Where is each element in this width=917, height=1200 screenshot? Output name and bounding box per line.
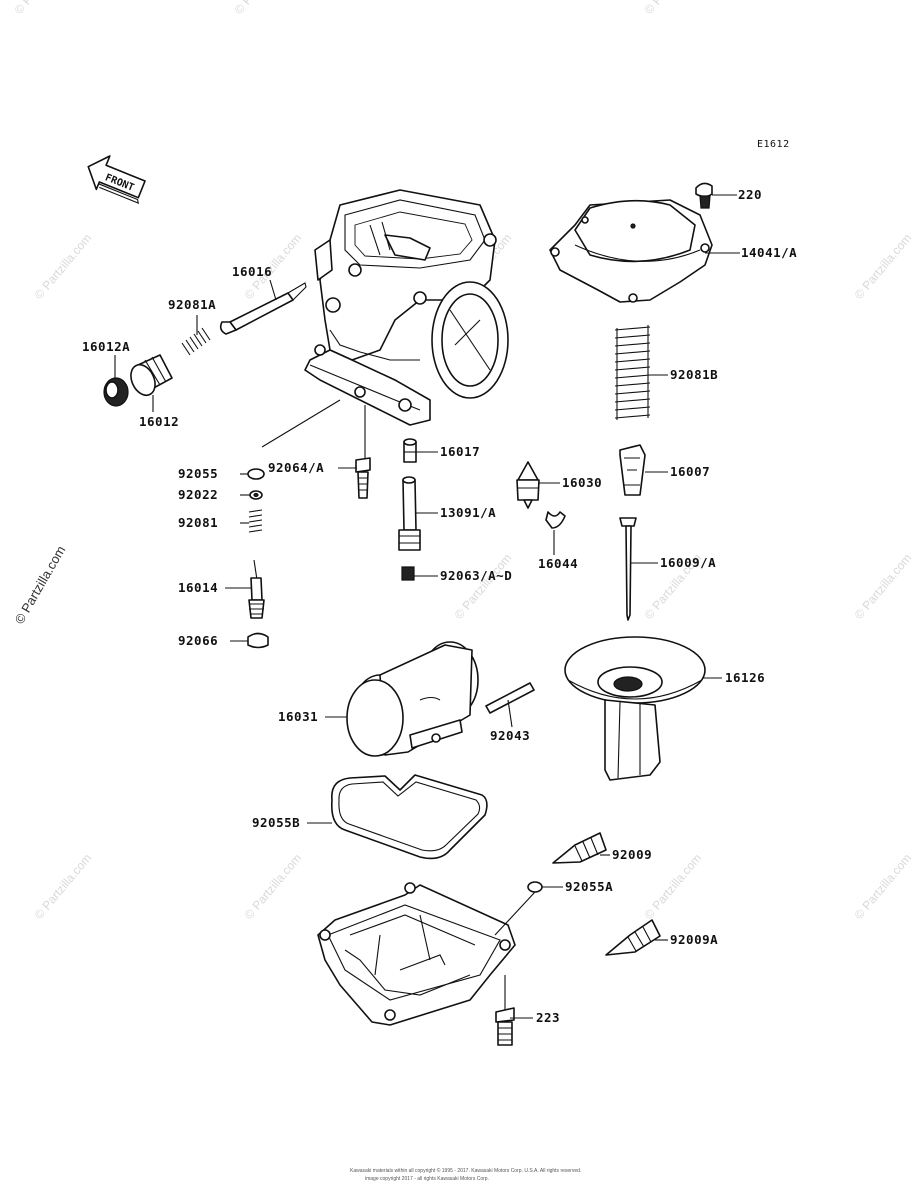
part-spring-92081a (181, 327, 211, 356)
part-needle-jet-13091 (398, 476, 421, 551)
label-92022: 92022 (178, 487, 218, 502)
label-92055: 92055 (178, 466, 218, 481)
part-oring-92055a (527, 881, 543, 893)
part-spring-92081 (248, 509, 263, 533)
part-jet-16017 (403, 438, 417, 463)
watermark: © Partzilla.com (452, 551, 515, 622)
part-washer-92022 (249, 490, 263, 500)
part-screw-16016 (219, 282, 307, 335)
label-16031: 16031 (278, 709, 318, 724)
label-13091a: 13091/A (440, 505, 496, 520)
label-16044: 16044 (538, 556, 578, 571)
part-labels: 220 14041/A 16016 92081A 16012A 16012 92… (82, 187, 797, 1025)
label-16017: 16017 (440, 444, 480, 459)
watermark: © Partzilla.com (32, 231, 95, 302)
part-screw-220 (695, 182, 713, 209)
watermark: © Partzilla.com (852, 851, 915, 922)
label-92055a: 92055A (565, 879, 613, 894)
part-plug-92066 (247, 632, 269, 649)
part-screw-16014 (248, 559, 265, 619)
part-float-16031 (346, 641, 479, 757)
part-clip-16044 (545, 511, 566, 529)
label-16016: 16016 (232, 264, 272, 279)
label-92081a: 92081A (168, 297, 216, 312)
watermark: © Partzilla.com (852, 231, 915, 302)
label-220: 220 (738, 187, 762, 202)
label-14041a: 14041/A (741, 245, 797, 260)
label-16126: 16126 (725, 670, 765, 685)
part-jet-needle-16009 (619, 517, 637, 621)
watermark: © Partzilla.com (242, 851, 305, 922)
label-92009a: 92009A (670, 932, 718, 947)
carburetor-body (304, 189, 509, 426)
label-92055b: 92055B (252, 815, 300, 830)
part-float-bowl (317, 882, 516, 1026)
part-diaphragm-16126 (564, 636, 706, 781)
label-16012a: 16012A (82, 339, 130, 354)
part-jet-92063 (401, 566, 415, 581)
part-screw-92009a (605, 919, 661, 956)
watermark: © Partzilla.com (12, 0, 75, 17)
footer-copyright-2: image copyright 2017 - all rights Kawasa… (365, 1176, 489, 1182)
label-16012: 16012 (139, 414, 179, 429)
part-cap-16012a (103, 377, 129, 407)
label-92043: 92043 (490, 728, 530, 743)
label-223: 223 (536, 1010, 560, 1025)
part-screw-92009 (552, 832, 607, 864)
part-plug-16012 (130, 354, 173, 397)
figure-code: E1612 (757, 139, 790, 150)
label-92081b: 92081B (670, 367, 718, 382)
part-gasket-92055b (330, 774, 488, 860)
label-16014: 16014 (178, 580, 218, 595)
part-oring-92055 (247, 468, 265, 480)
watermark-large: © Partzilla.com (12, 543, 69, 626)
part-pin-92043 (485, 682, 535, 714)
leader-lines (114, 194, 740, 1019)
part-screw-92064 (355, 405, 371, 499)
part-float-valve-16030 (516, 461, 540, 509)
part-needle-holder-16007 (619, 444, 646, 496)
part-screw-223 (495, 975, 515, 1046)
footer-copyright: Kawasaki materials within all copyright … (350, 1167, 581, 1174)
label-92064a: 92064/A (268, 460, 324, 475)
front-arrow: FRONT (87, 155, 146, 204)
label-92081: 92081 (178, 515, 218, 530)
label-92009: 92009 (612, 847, 652, 862)
label-92066: 92066 (178, 633, 218, 648)
watermark: © Partzilla.com (642, 0, 705, 17)
label-16030: 16030 (562, 475, 602, 490)
label-92063ad: 92063/A~D (440, 568, 512, 583)
watermark: © Partzilla.com (32, 851, 95, 922)
label-16007: 16007 (670, 464, 710, 479)
watermark: © Partzilla.com (852, 551, 915, 622)
part-top-cover (549, 199, 713, 303)
watermark: © Partzilla.com (232, 0, 295, 17)
label-16009a: 16009/A (660, 555, 716, 570)
part-spring-92081b (614, 325, 651, 420)
